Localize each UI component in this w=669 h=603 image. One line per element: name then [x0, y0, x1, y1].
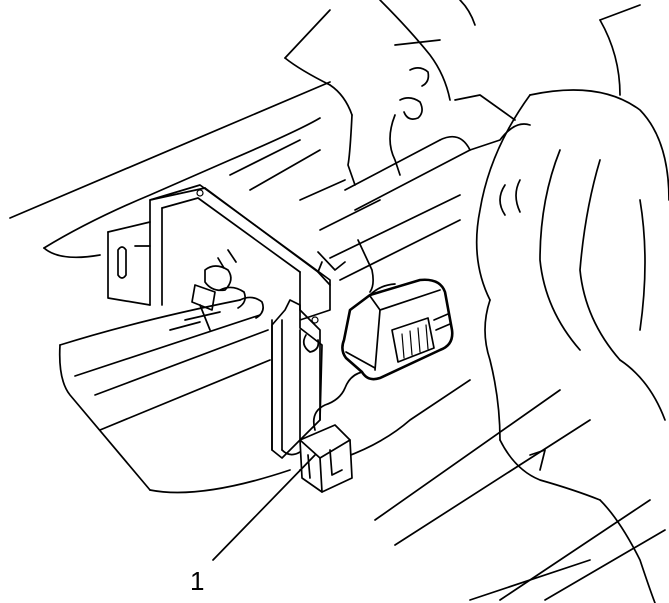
- steering-column-shroud: [475, 4, 669, 603]
- ecu-bracket: [107, 184, 331, 459]
- upper-mounting-bracket: [229, 0, 531, 293]
- body-panel: [9, 81, 666, 601]
- callout-label: 1: [190, 566, 204, 596]
- callout-leader-line: [212, 454, 316, 561]
- callout-1: 1: [190, 454, 316, 596]
- ecu-module: [341, 278, 454, 381]
- harness-connector: [299, 371, 363, 493]
- bracket-fasteners: [169, 249, 264, 331]
